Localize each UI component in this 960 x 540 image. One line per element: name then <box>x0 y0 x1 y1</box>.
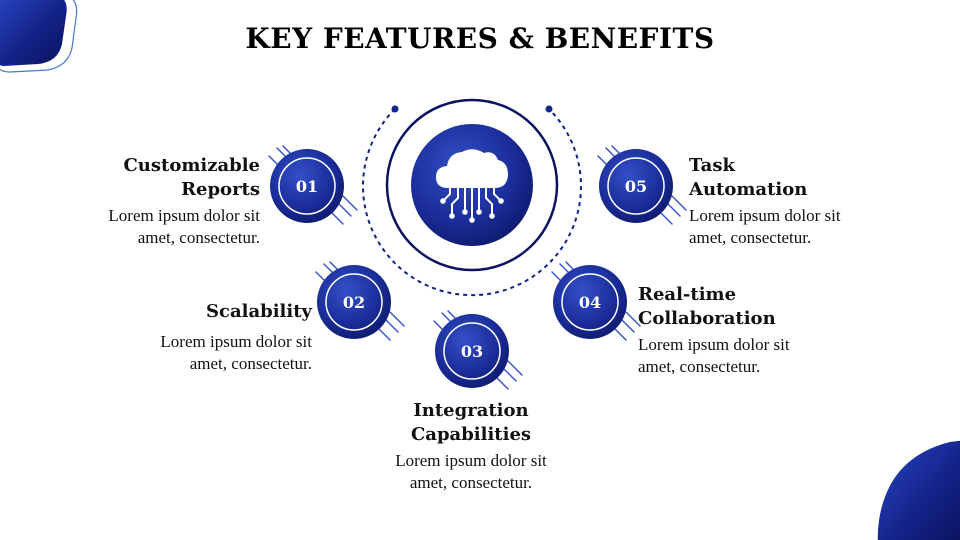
corner-shape-top-left <box>0 0 78 73</box>
dotted-arc <box>362 105 582 297</box>
badge-inner-ring <box>325 273 383 331</box>
feature-real-time-collaboration: Real-time Collaboration Lorem ipsum dolo… <box>638 283 898 378</box>
feature-heading-line: Automation <box>689 179 808 200</box>
feature-description: Lorem ipsum dolor sit amet, consectetur. <box>0 205 260 249</box>
feature-heading-line: Capabilities <box>410 424 532 445</box>
feature-heading-line: Reports <box>181 179 260 200</box>
badge-number: 02 <box>343 293 365 312</box>
badge-outer-circle <box>553 265 627 339</box>
feature-description-line: Lorem ipsum dolor sit <box>160 332 312 351</box>
feature-heading-line: Real-time <box>638 284 737 305</box>
feature-badge-01: 01 <box>268 145 358 225</box>
center-hub <box>385 98 559 272</box>
feature-description-line: amet, consectetur. <box>638 357 761 376</box>
feature-description-line: amet, consectetur. <box>689 228 812 247</box>
feature-task-automation: Task Automation Lorem ipsum dolor sit am… <box>689 154 949 249</box>
page-title: KEY FEATURES & BENEFITS <box>245 22 715 55</box>
feature-description-line: amet, consectetur. <box>189 354 312 373</box>
feature-heading-line: Customizable <box>123 155 260 176</box>
badge-number: 05 <box>625 177 647 196</box>
feature-description: Lorem ipsum dolor sit amet, consectetur. <box>689 205 949 249</box>
badge-outer-circle <box>270 149 344 223</box>
badge-inner-ring <box>561 273 619 331</box>
feature-badge-04: 04 <box>551 261 641 341</box>
badge-outer-circle <box>599 149 673 223</box>
feature-heading: Real-time Collaboration <box>638 283 898 331</box>
feature-scalability: Scalability Lorem ipsum dolor sit amet, … <box>52 300 312 375</box>
feature-description: Lorem ipsum dolor sit amet, consectetur. <box>52 331 312 375</box>
badge-inner-ring <box>607 157 665 215</box>
corner-shape-bottom-right <box>877 440 960 540</box>
feature-description: Lorem ipsum dolor sit amet, consectetur. <box>638 334 898 378</box>
feature-heading-line: Integration <box>413 400 529 421</box>
feature-description-line: Lorem ipsum dolor sit <box>638 335 790 354</box>
cloud-circuit-icon <box>436 149 508 223</box>
feature-description-line: Lorem ipsum dolor sit <box>395 451 547 470</box>
feature-description-line: Lorem ipsum dolor sit <box>108 206 260 225</box>
feature-heading: Integration Capabilities <box>341 399 601 447</box>
feature-badge-02: 02 <box>315 261 405 341</box>
feature-badge-05: 05 <box>597 145 687 225</box>
badge-inner-ring <box>278 157 336 215</box>
feature-description-line: amet, consectetur. <box>137 228 260 247</box>
feature-description: Lorem ipsum dolor sit amet, consectetur. <box>341 450 601 494</box>
badge-number: 03 <box>461 342 483 361</box>
badge-inner-ring <box>443 322 501 380</box>
feature-heading: Task Automation <box>689 154 949 202</box>
feature-heading: Scalability <box>52 300 312 324</box>
feature-heading-line: Scalability <box>206 301 312 322</box>
badge-outer-circle <box>317 265 391 339</box>
feature-description-line: Lorem ipsum dolor sit <box>689 206 841 225</box>
feature-heading-line: Task <box>689 155 735 176</box>
feature-customizable-reports: Customizable Reports Lorem ipsum dolor s… <box>0 154 260 249</box>
feature-integration-capabilities: Integration Capabilities Lorem ipsum dol… <box>341 399 601 494</box>
badge-number: 04 <box>579 293 601 312</box>
feature-heading-line: Collaboration <box>638 308 776 329</box>
badge-outer-circle <box>435 314 509 388</box>
badge-number: 01 <box>296 177 318 196</box>
feature-heading: Customizable Reports <box>0 154 260 202</box>
feature-badge-03: 03 <box>433 310 523 390</box>
feature-description-line: amet, consectetur. <box>409 473 533 492</box>
